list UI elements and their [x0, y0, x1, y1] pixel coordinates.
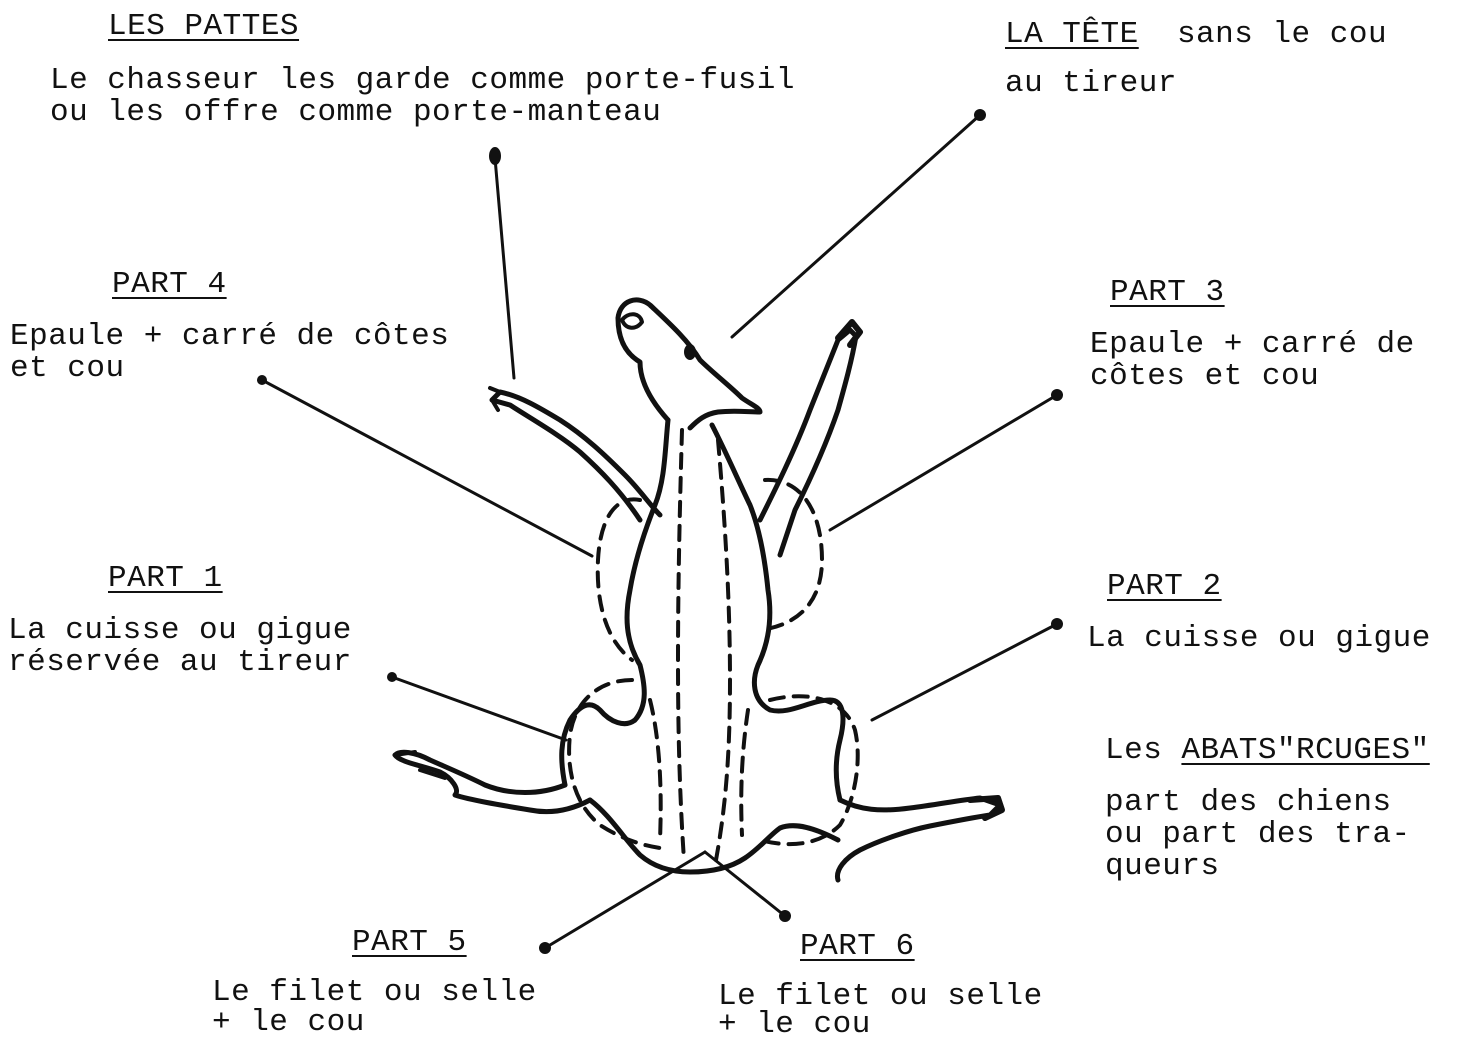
cut-loin-right [741, 710, 748, 835]
dot-part3 [1051, 389, 1063, 401]
dot-part2 [1051, 618, 1063, 630]
dot-pattes [489, 147, 501, 165]
dot-part6 [779, 910, 791, 922]
right-front-leg [760, 330, 856, 555]
dot-part4 [257, 375, 267, 385]
leader-part3 [830, 395, 1057, 530]
right-hind-leg [837, 798, 1000, 880]
dot-part5 [539, 942, 551, 954]
animal-outline [395, 300, 1002, 880]
leader-part2 [872, 624, 1057, 720]
cut-spine-right [716, 440, 730, 860]
pelvis-outline [590, 800, 838, 872]
cut-lines [569, 430, 858, 860]
leader-tete [732, 115, 980, 337]
dot-tete [974, 109, 986, 121]
leader-part5 [545, 852, 705, 948]
leader-pattes [495, 158, 514, 378]
body-left-edge [562, 420, 668, 785]
snout [622, 314, 642, 328]
cut-spine-left [678, 430, 684, 860]
cut-loin-left [650, 700, 661, 840]
eye [684, 344, 696, 360]
dot-part1 [387, 672, 397, 682]
leader-part4 [262, 380, 592, 556]
leader-part1 [392, 677, 566, 740]
